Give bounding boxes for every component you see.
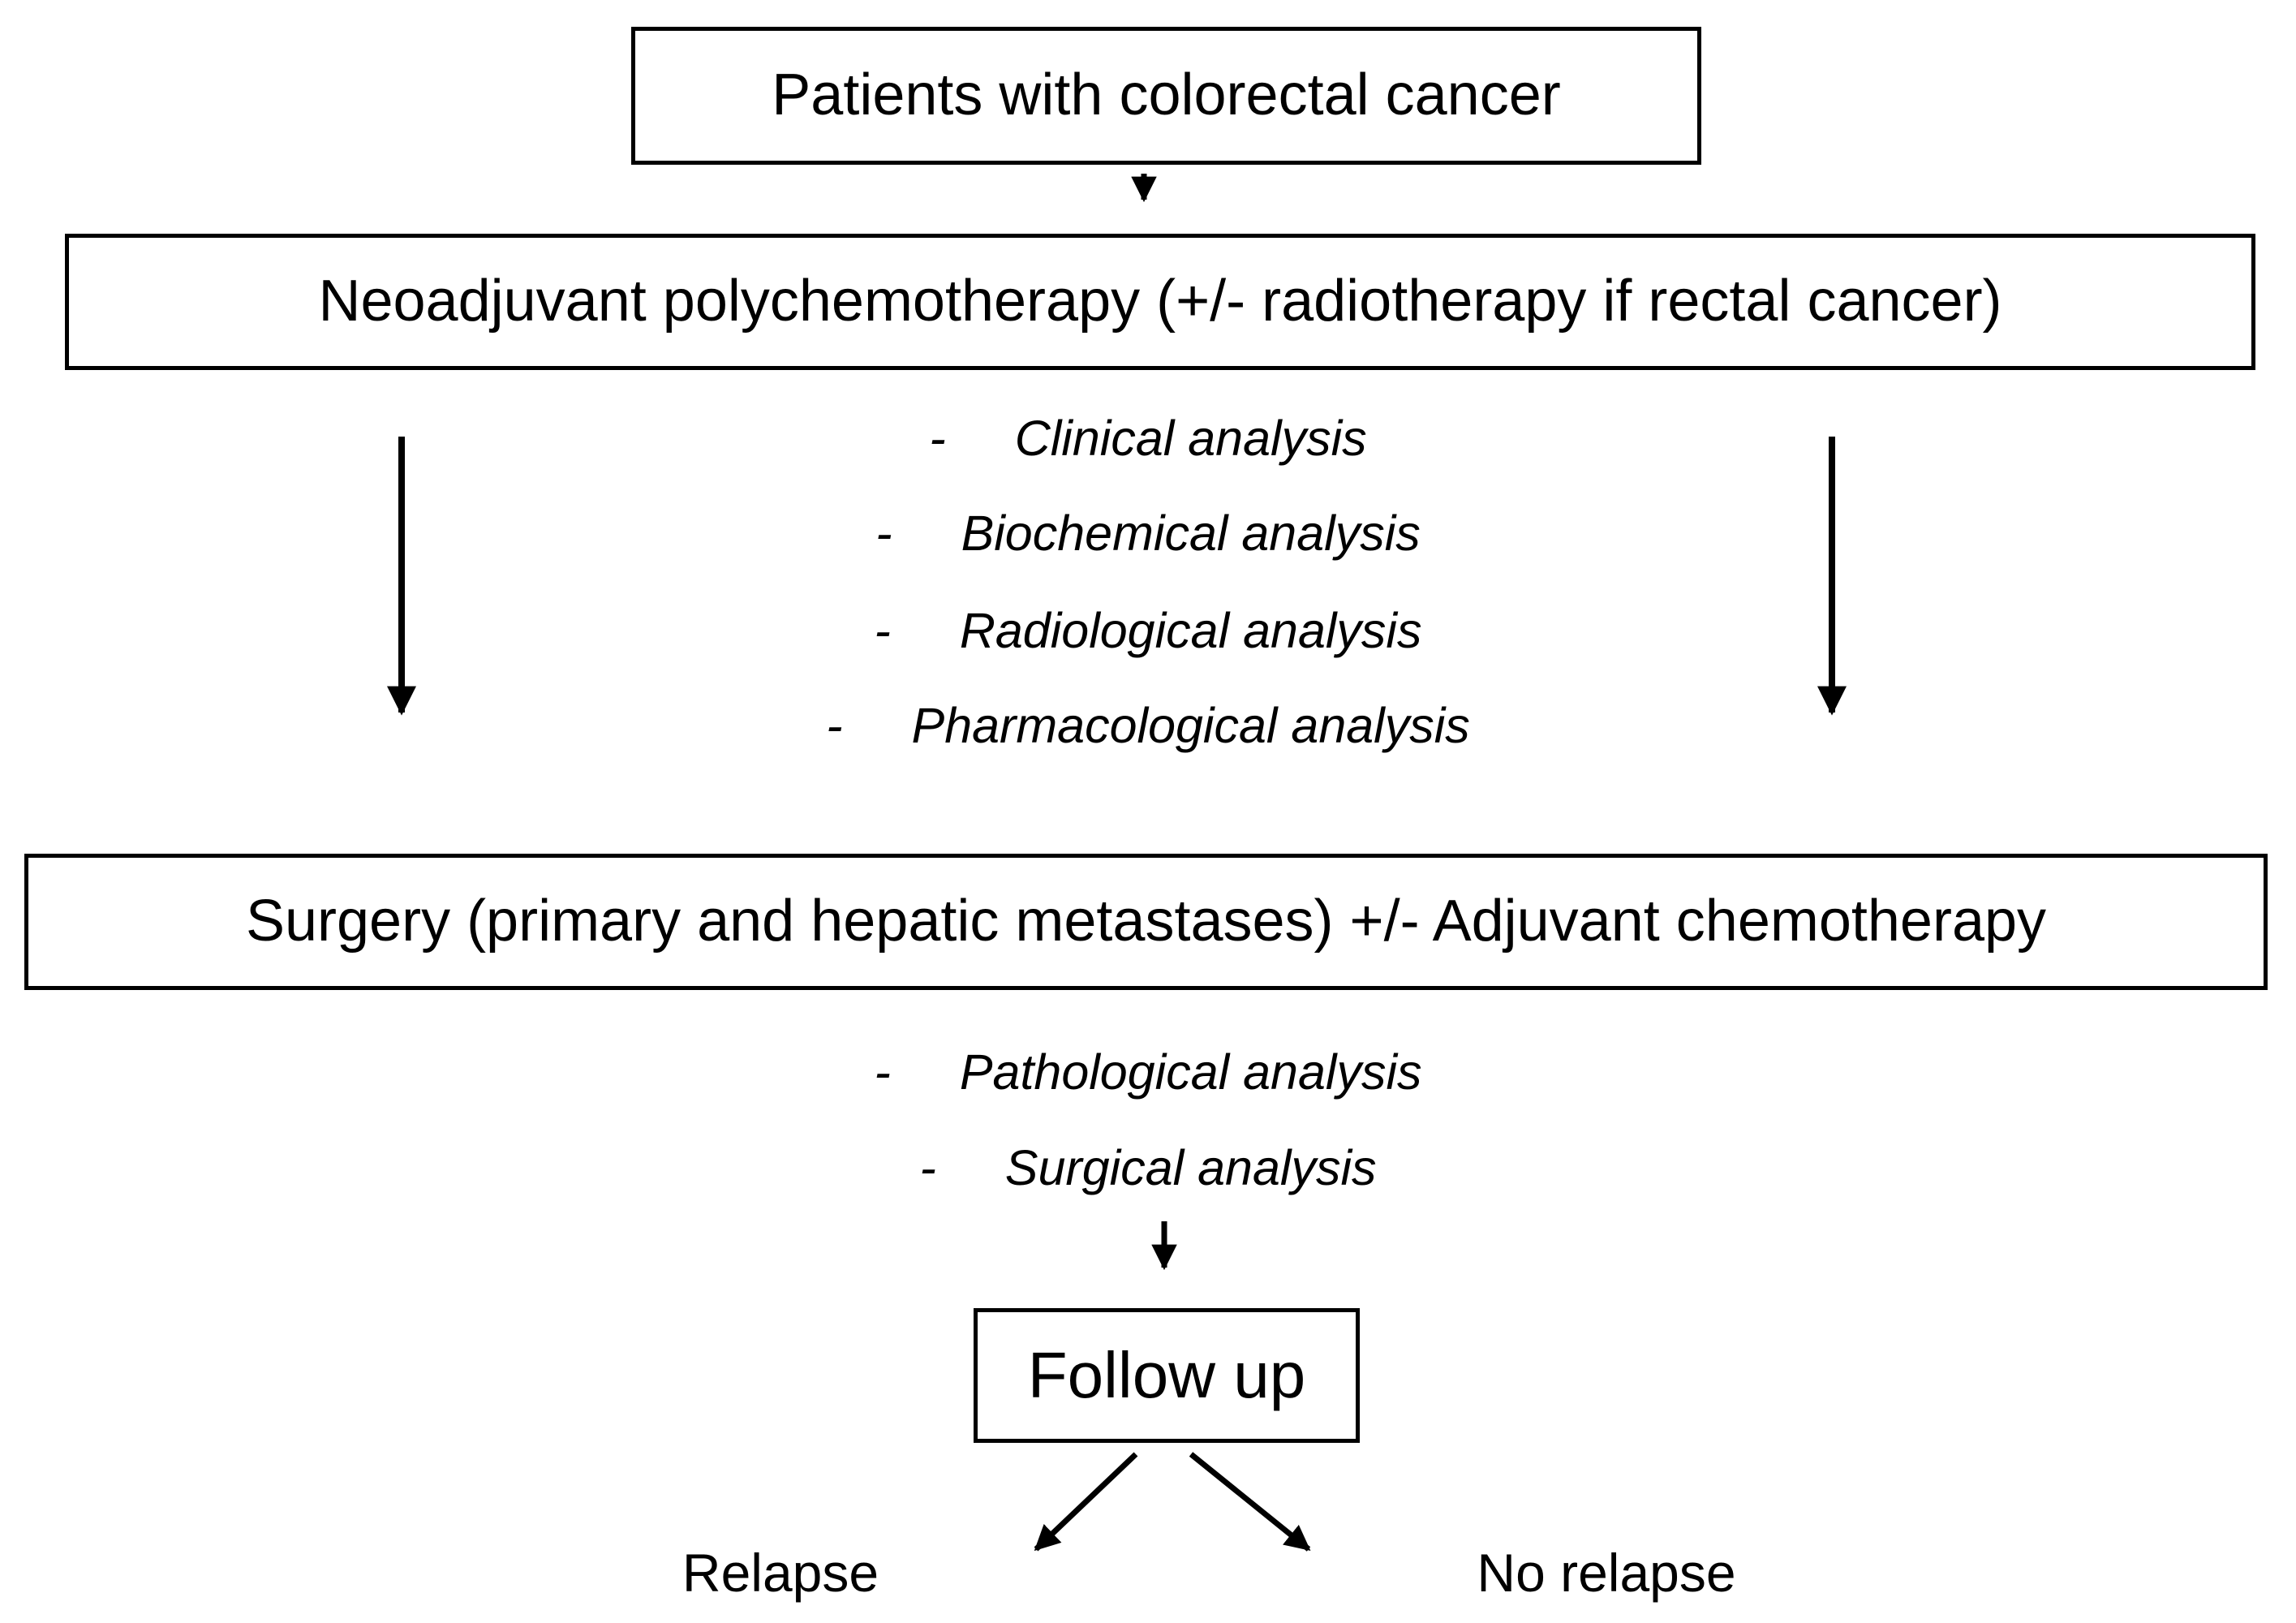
node-neoadjuvant-label: Neoadjuvant polychemotherapy (+/- radiot… — [318, 269, 2002, 334]
node-patients: Patients with colorectal cancer — [631, 27, 1701, 165]
arrow-followup-to-relapse — [1034, 1452, 1138, 1552]
bullet-dash: - — [875, 506, 892, 561]
analysis-item-label: Pathological analysis — [959, 1044, 1422, 1100]
analysis-item-label: Radiological analysis — [959, 603, 1422, 658]
outcome-no-relapse-label: No relapse — [1477, 1543, 1736, 1603]
analysis-list-item: - Pharmacological analysis — [16, 697, 2280, 754]
analysis-list-item: - Clinical analysis — [16, 410, 2280, 467]
node-surgery: Surgery (primary and hepatic metastases)… — [24, 854, 2268, 990]
node-neoadjuvant-polychemotherapy: Neoadjuvant polychemotherapy (+/- radiot… — [65, 234, 2255, 370]
bullet-dash: - — [826, 698, 843, 753]
analysis-list-item: - Biochemical analysis — [16, 505, 2280, 562]
bullet-dash: - — [874, 1044, 891, 1100]
arrow-followup-to-no-relapse — [1189, 1452, 1311, 1552]
analysis-item-label: Pharmacological analysis — [911, 698, 1470, 753]
node-followup: Follow up — [974, 1308, 1360, 1443]
analysis-item-label: Clinical analysis — [1014, 411, 1367, 466]
bullet-dash: - — [874, 603, 891, 658]
node-patients-label: Patients with colorectal cancer — [772, 62, 1561, 128]
bullet-dash: - — [929, 411, 946, 466]
analysis-list-item: - Radiological analysis — [16, 602, 2280, 659]
node-followup-label: Follow up — [1027, 1339, 1306, 1411]
analysis-list-item: - Pathological analysis — [16, 1044, 2280, 1100]
analysis-list-item: - Surgical analysis — [16, 1139, 2280, 1196]
bullet-dash: - — [919, 1140, 936, 1195]
node-surgery-label: Surgery (primary and hepatic metastases)… — [245, 889, 2047, 954]
analysis-item-label: Biochemical analysis — [961, 506, 1421, 561]
analysis-item-label: Surgical analysis — [1004, 1140, 1377, 1195]
outcome-relapse-label: Relapse — [681, 1543, 879, 1603]
